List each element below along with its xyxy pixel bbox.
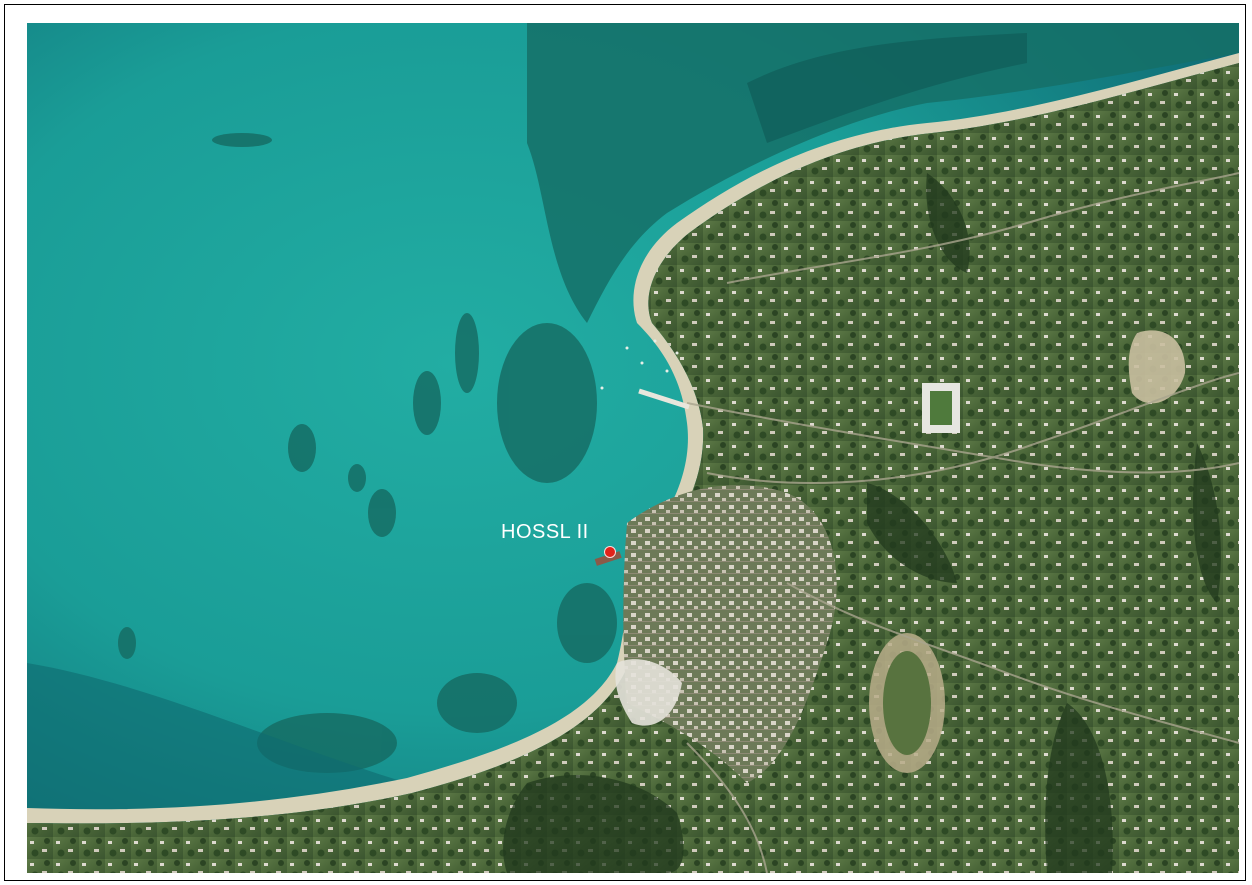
aerial-photo <box>27 23 1239 873</box>
pier <box>638 388 690 410</box>
roads <box>686 172 1239 873</box>
marker-label: HOSSL II <box>501 521 589 543</box>
vegetation <box>503 173 1221 873</box>
reef-patches <box>118 133 617 773</box>
town-center <box>623 484 837 783</box>
aerial-photo-canvas <box>27 23 1239 873</box>
red-dot-icon <box>604 546 616 558</box>
boats <box>600 339 679 390</box>
figure-frame <box>4 4 1246 881</box>
reef-band <box>527 23 1239 323</box>
